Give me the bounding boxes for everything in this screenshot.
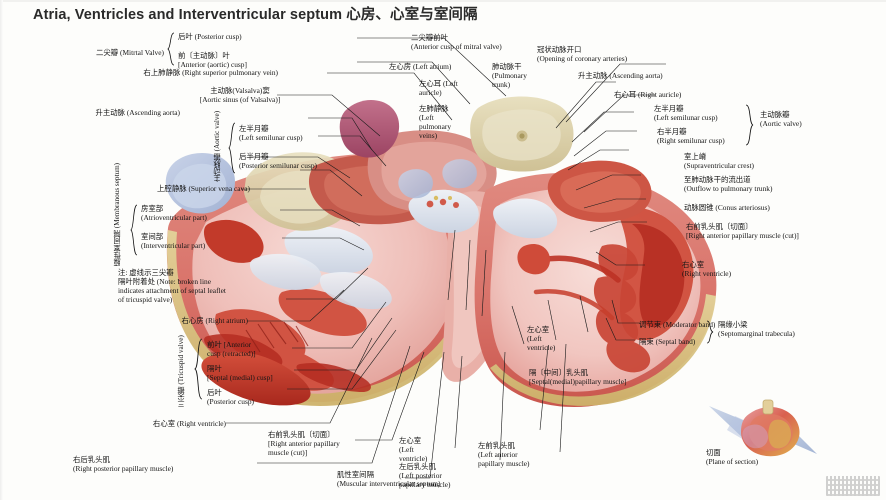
label-right-ventricle-left: 右心室 (Right ventricle) xyxy=(152,419,226,428)
label-mitral-valve: 二尖瓣 (Mitrtal Valve) xyxy=(95,48,164,57)
watermark xyxy=(826,476,880,496)
label-moderator-band: 调节束 (Moderator band) xyxy=(639,320,716,329)
label-atrioventricular-part: 房室部 (Atrioventricular part) xyxy=(141,204,207,223)
label-septal-medial-cusp: 隔叶 [Septal (medial) cusp] xyxy=(207,364,273,383)
label-right-atrium-left: 右心房 (Right atrium) xyxy=(181,316,248,325)
label-conus-arteriosus: 动脉圆锥 (Conus arteriosus) xyxy=(684,203,770,212)
label-posterior-cusp-mitral: 后叶 (Posterior cusp) xyxy=(178,32,242,41)
label-interventricular-part: 室间部 (Interventricular part) xyxy=(141,232,206,251)
label-anterior-cusp-retracted: 前叶 [Anterior cusp (retracted)] xyxy=(207,340,256,359)
label-ascending-aorta-right: 升主动脉 (Ascending aorta) xyxy=(578,71,663,80)
label-right-anterior-papillary-muscle-cut: 右前乳头肌〔切面〕 [Right anterior papillary musc… xyxy=(686,222,799,241)
label-left-atrium: 左心房 (Left atrium) xyxy=(389,62,452,71)
label-septal-band: 隔束 (Septal band) xyxy=(639,337,696,346)
label-right-superior-pulmonary-vein: 右上肺静脉 (Right superior pulmonary vein) xyxy=(143,68,278,77)
label-anterior-aortic-cusp: 前〔主动脉〕叶 [Anterior (aortic) cusp] xyxy=(178,51,247,70)
orientation-inset-heart xyxy=(705,392,825,464)
brace-tricuspid-valve xyxy=(194,338,203,400)
label-ascending-aorta-left: 升主动脉 (Ascending aorta) xyxy=(95,108,180,117)
label-left-anterior-papillary-muscle: 左前乳头肌 (Left anterior papillary muscle) xyxy=(478,441,530,469)
label-right-posterior-papillary-muscle: 右后乳头肌 (Right posterior papillary muscle) xyxy=(73,455,174,474)
label-posterior-cusp-tricuspid: 后叶 (Posterior cusp) xyxy=(207,388,255,407)
label-aortic-sinus-valsalva: 主动脉(Valsalva)窦 [Aortic sinus (of Valsalv… xyxy=(199,86,281,105)
label-left-posterior-papillary-muscle-bottom: 左后乳头肌 (Left posterior papillary muscle) xyxy=(399,462,451,490)
label-superior-vena-cava: 上腔静脉 (Superior vena cava) xyxy=(157,184,250,193)
brace-aortic-valve xyxy=(228,122,236,174)
label-left-auricle: 左心耳 (Left auricle) xyxy=(419,79,458,98)
label-outflow-to-pulmonary-trunk: 至肺动脉干的流出道 (Outflow to pulmonary trunk) xyxy=(684,175,773,194)
label-right-anterior-papillary-muscle-cut-bottom: 右前乳头肌〔切面〕 [Right anterior papillary musc… xyxy=(268,430,340,458)
label-aortic-valve-vertical: 主动脉瓣 (Aortic valve) xyxy=(213,110,221,182)
brace-mitral-valve xyxy=(167,32,175,66)
plane-of-section-label: 切面 (Plane of section) xyxy=(706,448,759,467)
label-left-pulmonary-veins: 左肺静脉 (Left pulmonary veins) xyxy=(419,104,452,141)
label-opening-of-coronary-arteries: 冠状动脉开口 (Opening of coronary arteries) xyxy=(537,45,628,64)
label-tricuspid-valve-vertical: 三尖瓣 (Tricuspid valve) xyxy=(177,335,185,408)
top-edge xyxy=(0,0,886,2)
label-septomarginal-trabecula: 隔缘小梁 (Septomarginal trabecula) xyxy=(718,320,795,339)
left-edge xyxy=(0,0,3,500)
label-muscular-interventricular-septum: 肌性室间隔 (Muscular interventricular septum) xyxy=(337,470,441,489)
label-left-ventricle-middle: 左心室 (Left ventricle) xyxy=(527,325,556,353)
label-note-broken-line: 注: 虚线示三尖瓣 隔叶附着处 (Note: broken line indic… xyxy=(118,268,226,305)
label-left-semilunar-cusp-right: 左半月瓣 (Left semilunar cusp) xyxy=(654,104,718,123)
brace-aortic-valve-right xyxy=(745,104,754,146)
label-membranous-septum-vertical: 膜性室间隔 (Membranous septum) xyxy=(113,162,121,266)
label-septal-medial-papillary-muscle: 隔〔中间〕乳头肌 [Septal(medial)papillary muscle… xyxy=(529,368,627,387)
brace-membranous-septum xyxy=(130,204,138,256)
label-left-ventricle-bottom-left: 左心室 (Left ventricle) xyxy=(399,436,428,464)
label-left-semilunar-cusp-left: 左半月瓣 (Left semilunar cusp) xyxy=(239,124,303,143)
label-aortic-valve-right: 主动脉瓣 (Aortic valve) xyxy=(760,110,802,129)
label-right-auricle: 右心耳 (Right auricle) xyxy=(614,90,682,99)
label-right-ventricle-right: 右心室 (Right ventricle) xyxy=(682,260,732,279)
label-pulmonary-trunk: 肺动脉干 (Pulmonary trunk) xyxy=(492,62,527,90)
label-supraventricular-crest: 室上嵴 (Supraventricular crest) xyxy=(684,152,754,171)
label-anterior-cusp-of-mitral-valve: 二尖瓣前叶 (Anterior cusp of mitral valve) xyxy=(411,33,502,52)
label-right-semilunar-cusp: 右半月瓣 (Right semilunar cusp) xyxy=(657,127,725,146)
page-title: Atria, Ventricles and Interventricular s… xyxy=(33,7,478,23)
brace-septomarginal xyxy=(706,320,714,344)
label-posterior-semilunar-cusp: 后半月瓣 (Posterior semilunar cusp) xyxy=(239,152,317,171)
